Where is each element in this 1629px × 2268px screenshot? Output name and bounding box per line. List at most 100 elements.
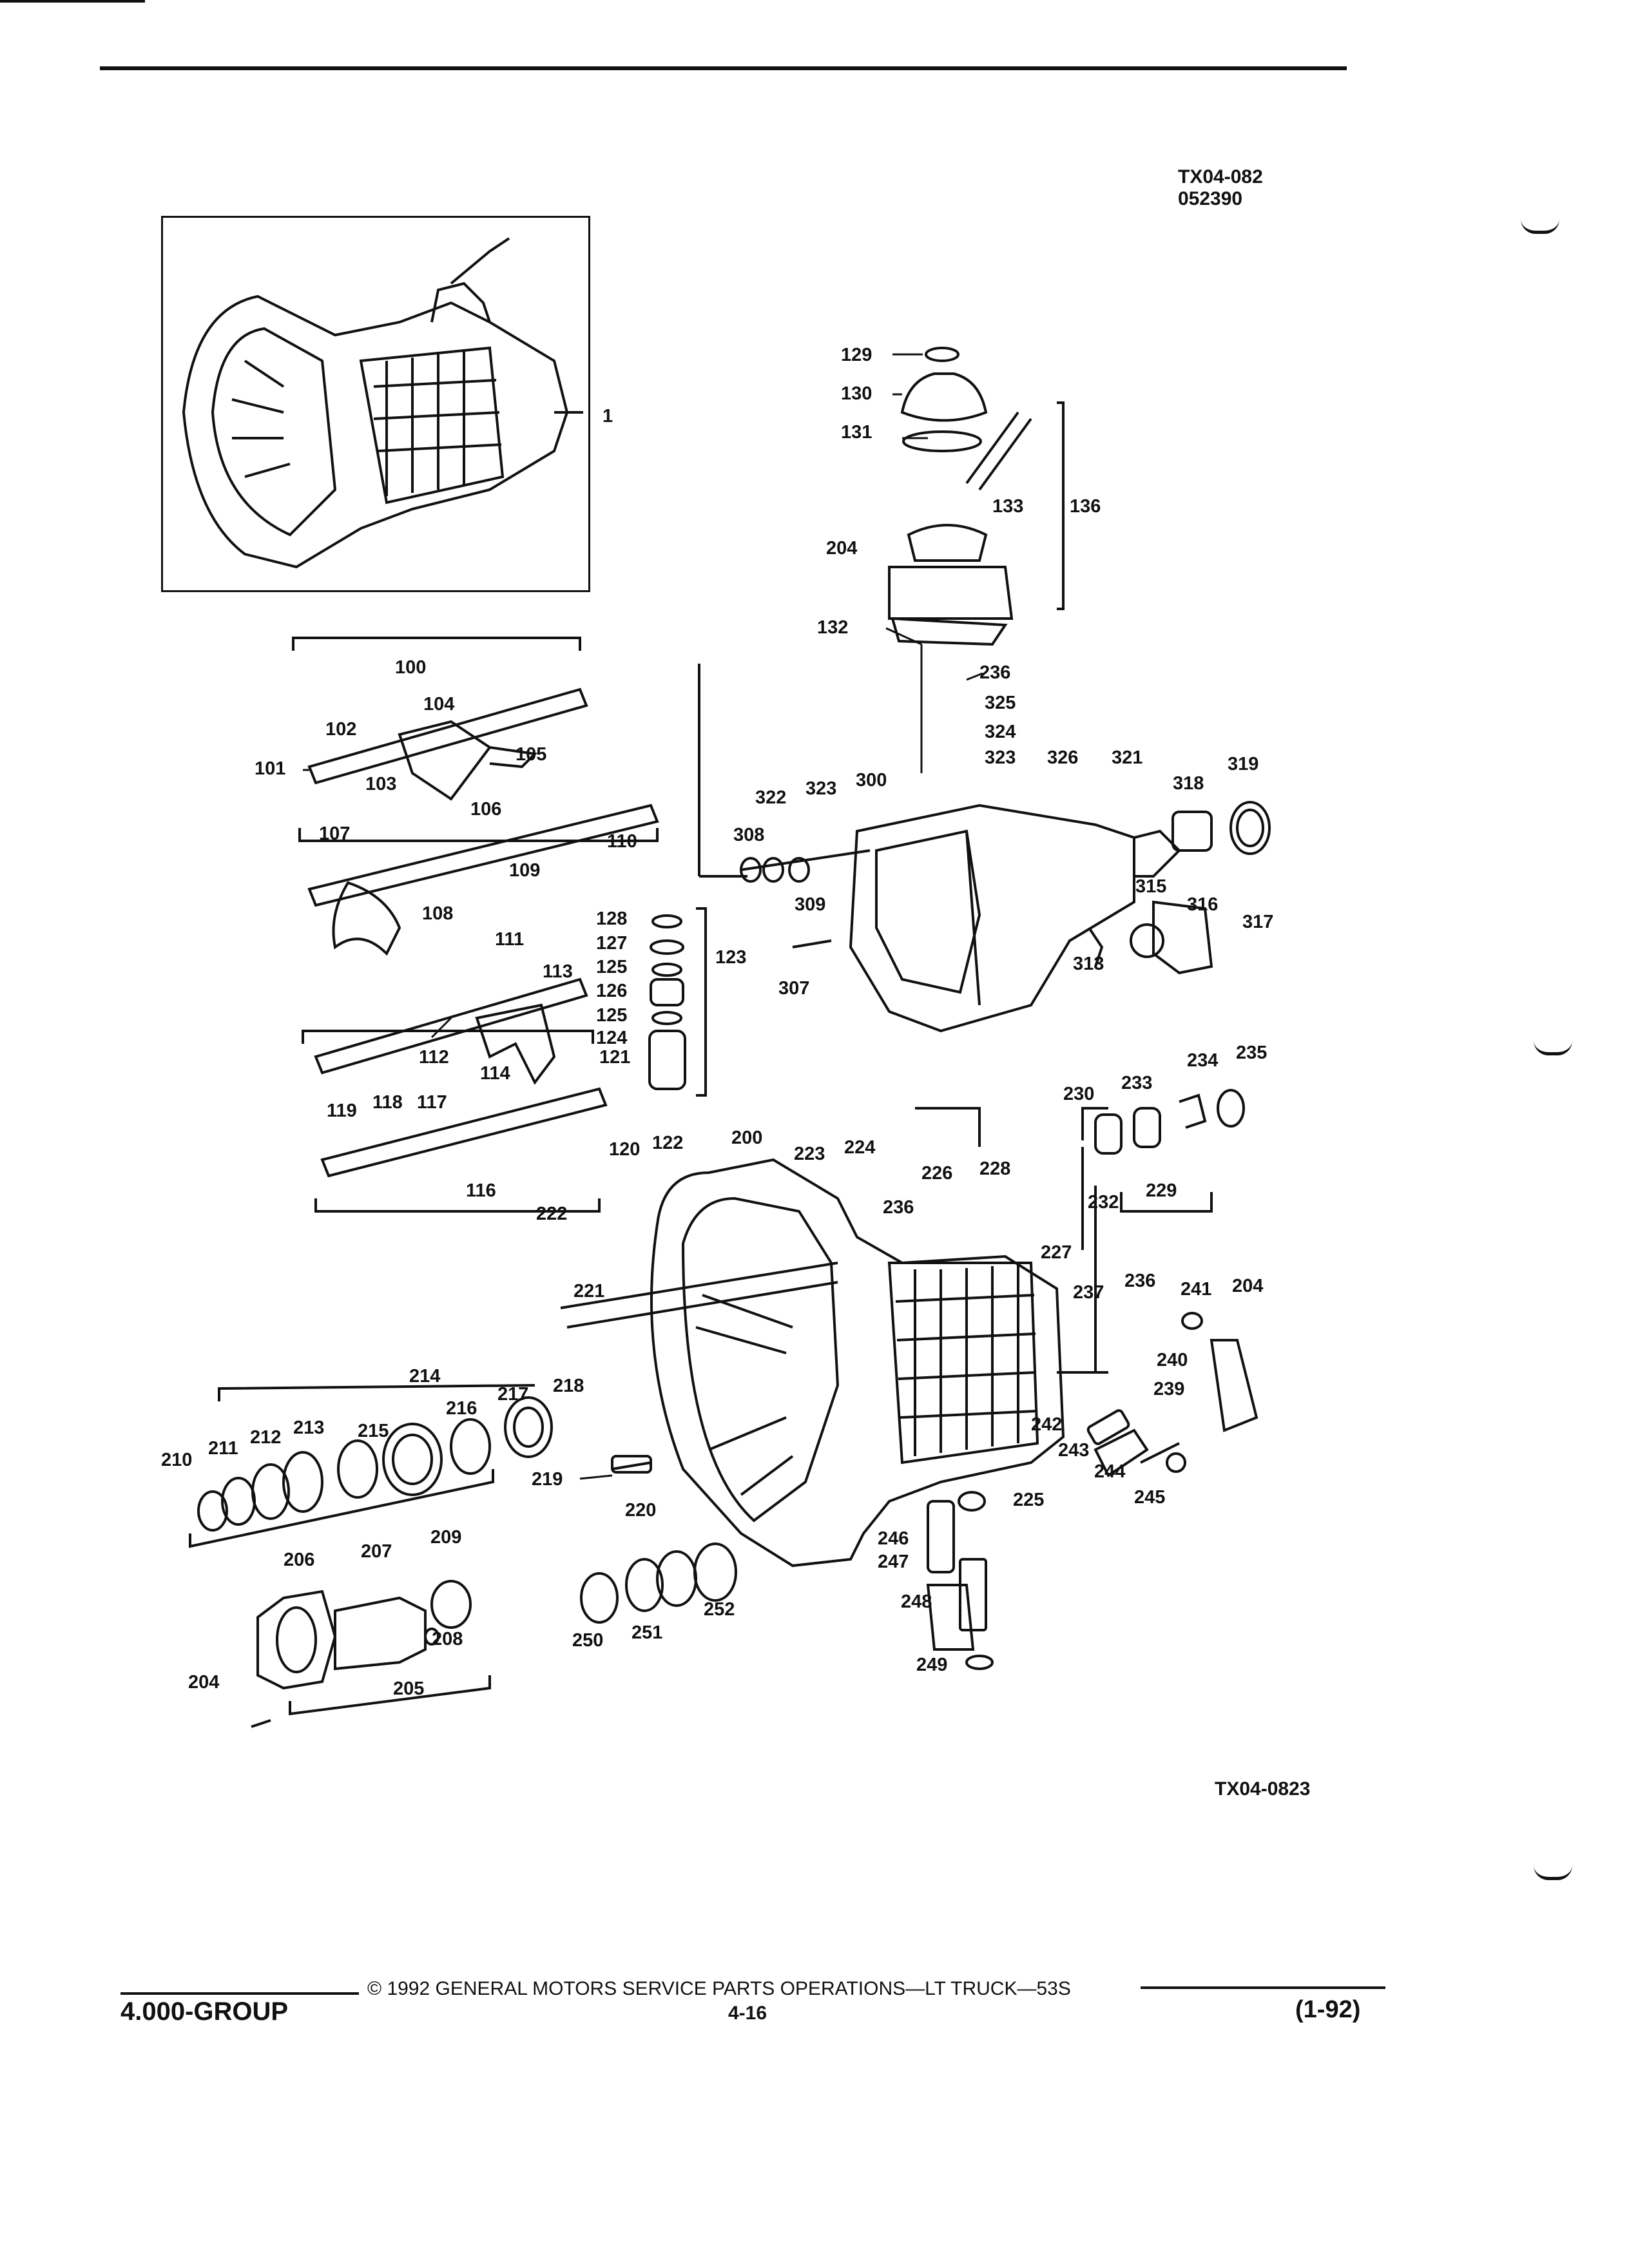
callout-323b: 323 bbox=[985, 747, 1016, 768]
callout-214: 214 bbox=[409, 1366, 441, 1387]
callout-244: 244 bbox=[1094, 1461, 1126, 1482]
callout-326: 326 bbox=[1047, 747, 1079, 768]
callout-125a: 125 bbox=[596, 957, 628, 977]
seal-group bbox=[580, 1542, 987, 1631]
footer-page-number: 4-16 bbox=[728, 2003, 767, 2024]
callout-220: 220 bbox=[625, 1500, 657, 1521]
callout-239: 239 bbox=[1153, 1379, 1185, 1399]
callout-242: 242 bbox=[1031, 1414, 1063, 1435]
callout-323a: 323 bbox=[805, 778, 837, 799]
callout-204b: 204 bbox=[1232, 1276, 1264, 1296]
footer-group-label: 4.000-GROUP bbox=[120, 1997, 289, 2026]
callout-235: 235 bbox=[1236, 1043, 1268, 1063]
callout-228: 228 bbox=[979, 1158, 1011, 1179]
callout-300: 300 bbox=[856, 770, 887, 791]
top-edge-rule bbox=[0, 0, 145, 3]
callout-316: 316 bbox=[1187, 894, 1219, 915]
callout-240: 240 bbox=[1157, 1350, 1188, 1370]
callout-126: 126 bbox=[596, 981, 628, 1001]
callout-212: 212 bbox=[250, 1427, 282, 1448]
callout-313: 313 bbox=[1073, 954, 1104, 974]
header-rule bbox=[100, 66, 1347, 70]
callout-205: 205 bbox=[393, 1678, 425, 1699]
callout-216: 216 bbox=[446, 1398, 477, 1419]
callout-136: 136 bbox=[1070, 496, 1101, 517]
callout-248: 248 bbox=[901, 1591, 932, 1612]
ref-code-line2: 052390 bbox=[1178, 188, 1243, 209]
callout-122: 122 bbox=[652, 1133, 684, 1153]
callout-317: 317 bbox=[1242, 912, 1274, 932]
callout-112: 112 bbox=[419, 1047, 449, 1068]
callout-124: 124 bbox=[596, 1028, 628, 1048]
extension-housing-drawing bbox=[740, 801, 1271, 1033]
callout-132: 132 bbox=[817, 617, 849, 638]
callout-133: 133 bbox=[992, 496, 1024, 517]
callout-114: 114 bbox=[480, 1063, 510, 1084]
callout-232: 232 bbox=[1088, 1192, 1119, 1213]
callout-102: 102 bbox=[325, 719, 357, 740]
assembled-transmission-drawing bbox=[182, 237, 583, 569]
callout-227: 227 bbox=[1041, 1242, 1072, 1263]
callout-127: 127 bbox=[596, 933, 628, 954]
front-bearing-group bbox=[189, 1384, 652, 1548]
callout-204c: 204 bbox=[188, 1672, 220, 1693]
callout-324: 324 bbox=[985, 722, 1016, 742]
transmission-case-drawing bbox=[560, 1107, 1108, 1568]
callout-237: 237 bbox=[1073, 1282, 1104, 1303]
callout-206: 206 bbox=[284, 1550, 315, 1570]
callout-250: 250 bbox=[572, 1630, 604, 1651]
callout-309: 309 bbox=[795, 894, 826, 915]
binder-edge-mark bbox=[1521, 219, 1559, 234]
callout-131: 131 bbox=[841, 422, 872, 443]
callout-251: 251 bbox=[631, 1622, 663, 1643]
interlock-stack-group bbox=[648, 907, 707, 1097]
figure-reference-code: TX04-0823 bbox=[1215, 1778, 1311, 1800]
callout-103: 103 bbox=[365, 774, 397, 794]
callout-209: 209 bbox=[430, 1527, 462, 1548]
callout-110: 110 bbox=[607, 831, 637, 852]
callout-234: 234 bbox=[1187, 1050, 1219, 1071]
callout-128: 128 bbox=[596, 908, 628, 929]
callout-247: 247 bbox=[878, 1552, 909, 1572]
callout-215: 215 bbox=[358, 1421, 389, 1441]
footer-rule-left bbox=[120, 1992, 359, 1995]
callout-325: 325 bbox=[985, 693, 1016, 713]
binder-edge-mark bbox=[1534, 1041, 1572, 1055]
callout-117: 117 bbox=[417, 1092, 447, 1113]
callout-246: 246 bbox=[878, 1528, 909, 1549]
binder-edge-mark bbox=[1534, 1865, 1572, 1880]
callout-116: 116 bbox=[466, 1180, 496, 1201]
callout-229: 229 bbox=[1146, 1180, 1177, 1201]
callout-241: 241 bbox=[1181, 1279, 1212, 1300]
callout-119: 119 bbox=[327, 1100, 357, 1121]
callout-230: 230 bbox=[1063, 1084, 1095, 1104]
callout-108: 108 bbox=[422, 903, 454, 924]
callout-130: 130 bbox=[841, 383, 872, 404]
callout-319: 319 bbox=[1228, 754, 1259, 774]
callout-208: 208 bbox=[432, 1629, 463, 1649]
header-reference-code: TX04-082 052390 bbox=[1178, 166, 1263, 210]
callout-121: 121 bbox=[599, 1047, 631, 1068]
transmission-assembly-inset bbox=[161, 216, 590, 592]
callout-118: 118 bbox=[372, 1092, 403, 1113]
callout-104: 104 bbox=[423, 694, 455, 715]
callout-123: 123 bbox=[715, 947, 747, 968]
callout-249: 249 bbox=[916, 1655, 948, 1675]
callout-224: 224 bbox=[844, 1137, 876, 1158]
callout-315: 315 bbox=[1135, 876, 1167, 897]
callout-221: 221 bbox=[574, 1281, 605, 1302]
callout-225: 225 bbox=[1013, 1490, 1045, 1510]
callout-129: 129 bbox=[841, 345, 872, 365]
callout-252: 252 bbox=[704, 1599, 735, 1620]
ref-code-line1: TX04-082 bbox=[1178, 166, 1263, 187]
callout-243: 243 bbox=[1058, 1440, 1090, 1461]
callout-111: 111 bbox=[495, 929, 525, 950]
callout-308: 308 bbox=[733, 825, 765, 845]
callout-204a: 204 bbox=[826, 538, 858, 559]
front-cover-group bbox=[251, 1580, 491, 1728]
shift-rails-group bbox=[292, 637, 747, 1213]
callout-219: 219 bbox=[532, 1469, 563, 1490]
callout-1: 1 bbox=[602, 406, 613, 427]
